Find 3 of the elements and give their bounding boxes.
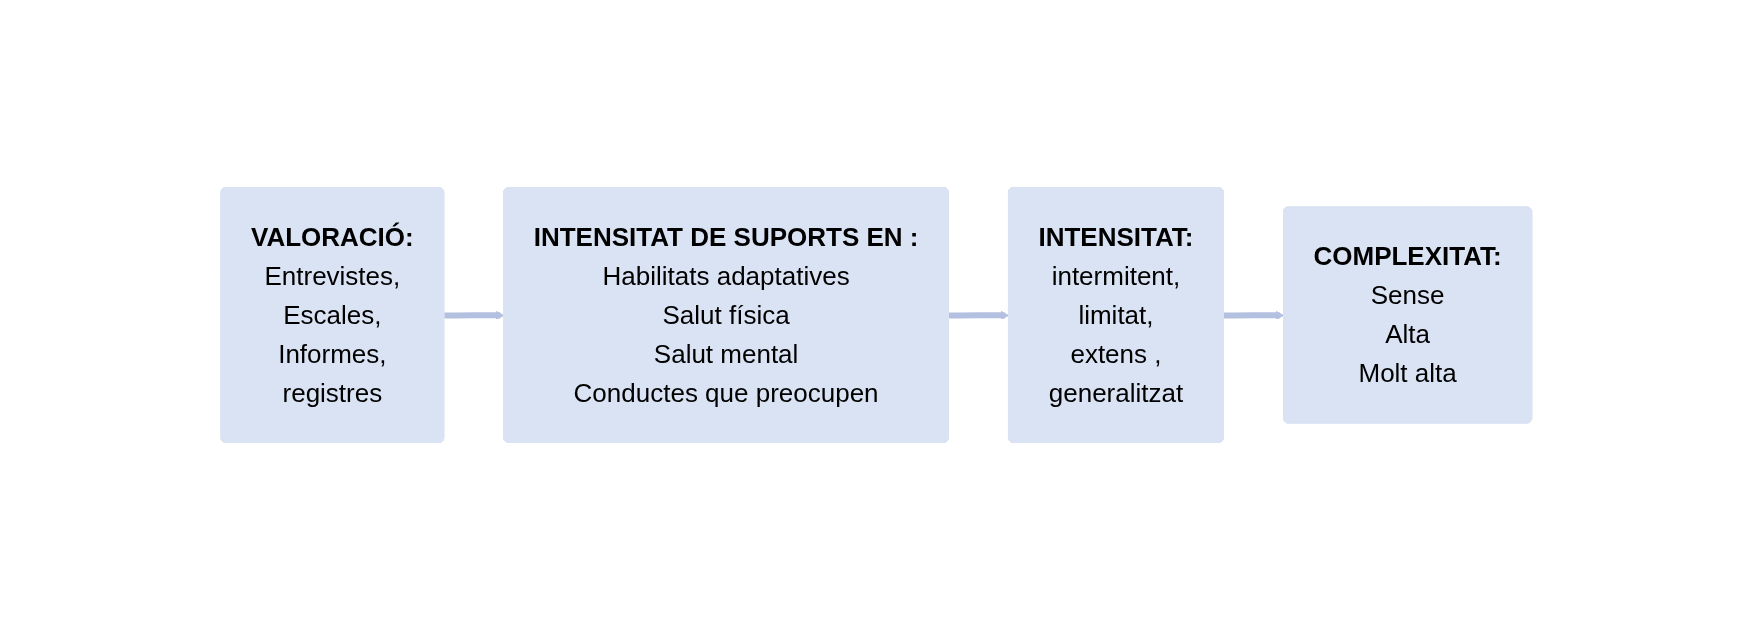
arrow [948, 310, 1009, 320]
arrow [1223, 310, 1284, 320]
arrow [443, 310, 505, 320]
